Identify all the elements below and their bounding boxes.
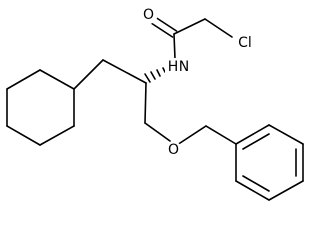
atom-nitrogen-amide: H N bbox=[165, 58, 191, 76]
stereocenter-to-ch2-bond bbox=[102, 59, 147, 84]
ch2-to-chlorine-bond bbox=[204, 18, 233, 38]
chlorine-label: Cl bbox=[238, 35, 252, 51]
ch2-to-ether-oxygen-bond bbox=[144, 122, 171, 142]
ether-oxygen-to-benzyl-ch2-bond bbox=[176, 125, 207, 146]
oxygen-carbonyl-label: O bbox=[143, 7, 154, 23]
amide-hydrogen-label: H bbox=[168, 59, 179, 75]
carbonyl-to-ch2cl-bond bbox=[173, 18, 206, 35]
benzyl-ch2-to-phenyl-bond bbox=[205, 125, 237, 145]
phenyl-ring bbox=[235, 124, 304, 201]
stereocenter-to-ch2o-bond bbox=[144, 82, 147, 124]
cyclohexyl-ring bbox=[6, 69, 75, 146]
carbonyl-to-nitrogen-bond bbox=[173, 33, 176, 60]
ether-oxygen-label: O bbox=[168, 142, 179, 158]
amide-nitrogen-label: N bbox=[179, 59, 189, 75]
atom-oxygen-carbonyl: O bbox=[139, 6, 158, 24]
chemical-structure-diagram: O Cl H N O bbox=[6, 6, 304, 201]
hashed-wedge-bond bbox=[144, 67, 166, 83]
atom-oxygen-ether: O bbox=[165, 141, 182, 159]
atom-chlorine: Cl bbox=[233, 34, 257, 52]
ch2-to-cyclohexyl-bond bbox=[73, 59, 104, 90]
